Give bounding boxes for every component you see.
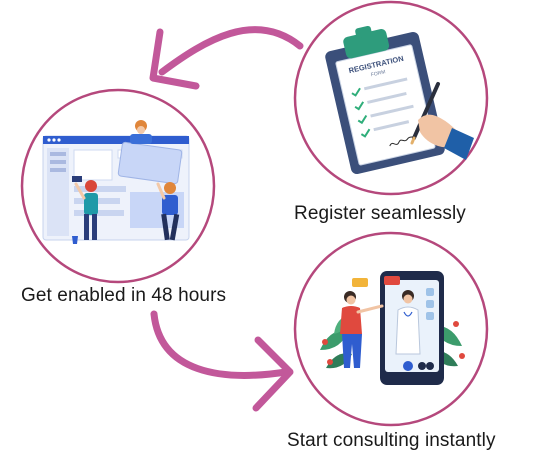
video-consultation-phone-icon <box>320 271 465 385</box>
hand-with-pen-icon <box>410 82 474 160</box>
caption-consult: Start consulting instantly <box>287 430 496 451</box>
arrow-enabled-to-consult <box>150 310 294 412</box>
team-building-website-icon <box>42 120 190 244</box>
caption-register: Register seamlessly <box>294 203 466 224</box>
form-subtitle-text: FORM <box>370 69 386 78</box>
caption-enabled: Get enabled in 48 hours <box>21 285 227 306</box>
arrow-register-to-enabled <box>149 26 304 90</box>
step-enabled <box>20 88 216 284</box>
clipboard-registration-form-icon: REGISTRATION FORM <box>325 25 474 174</box>
step-register: REGISTRATION FORM <box>293 0 489 196</box>
step-consult <box>293 231 489 427</box>
